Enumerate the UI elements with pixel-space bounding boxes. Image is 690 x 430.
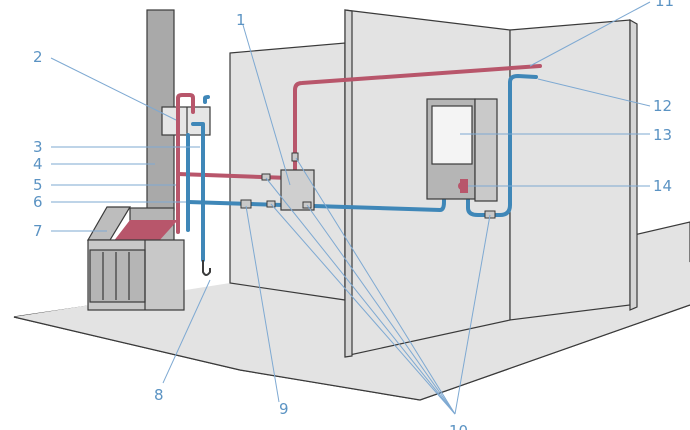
right-wall-edge — [629, 18, 638, 311]
stove — [86, 206, 185, 311]
leader-lines — [50, 1, 651, 415]
label-7: 7 — [33, 222, 43, 240]
label-8: 8 — [154, 386, 164, 404]
label-10: 10 — [449, 422, 468, 430]
cold-pipe-vent — [203, 95, 210, 104]
water-heater — [426, 98, 498, 202]
hot-pipe-supply — [176, 172, 292, 180]
label-11: 11 — [655, 0, 674, 10]
label-6: 6 — [33, 193, 43, 211]
label-14: 14 — [653, 177, 672, 195]
drain-trap — [202, 260, 211, 276]
label-4: 4 — [33, 155, 43, 173]
cold-pipe-main — [186, 166, 446, 212]
floor-front-edge — [13, 304, 690, 401]
label-13: 13 — [653, 126, 672, 144]
label-12: 12 — [653, 97, 672, 115]
label-2: 2 — [33, 48, 43, 66]
floor — [0, 0, 14, 37]
fitting — [291, 152, 299, 162]
hot-pipe-riser — [176, 93, 195, 234]
fitting — [261, 173, 271, 181]
label-3: 3 — [33, 138, 43, 156]
partition-wall-edge — [344, 9, 353, 358]
label-9: 9 — [279, 400, 289, 418]
label-1: 1 — [236, 11, 246, 29]
cold-pipe-heater-out — [466, 74, 538, 217]
fitting — [484, 210, 496, 219]
hot-pipe-wall — [293, 64, 542, 194]
label-5: 5 — [33, 176, 43, 194]
cold-pipe-tank — [191, 122, 205, 262]
